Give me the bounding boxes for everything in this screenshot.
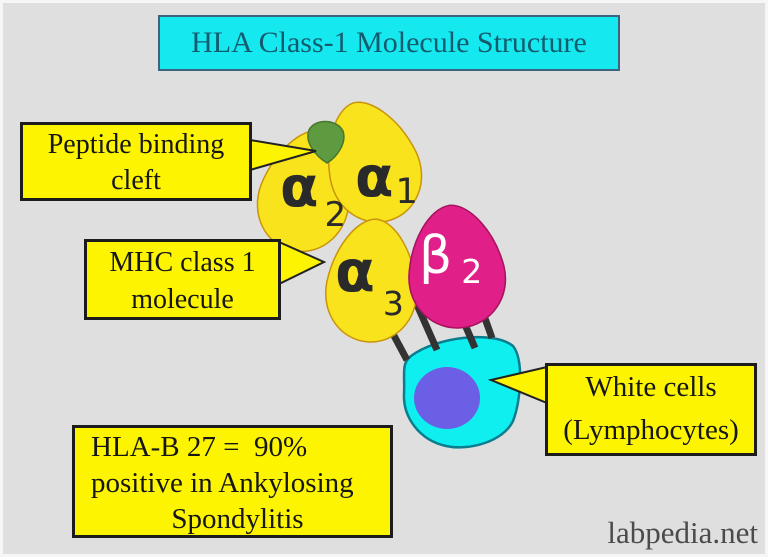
white-cells-label-line2: (Lymphocytes) (563, 414, 739, 446)
white-cells-label-line1: White cells (585, 371, 717, 403)
alpha-3-symbol: α (335, 237, 375, 305)
mhc-label-line2: molecule (131, 284, 234, 315)
beta-2-microglobulin (408, 204, 507, 329)
peptide-label-line2: cleft (111, 165, 161, 196)
site-watermark: labpedia.net (607, 515, 758, 550)
mhc-label-line1: MHC class 1 (109, 247, 256, 278)
alpha-1-label: α1 (355, 145, 418, 210)
peptide-label-line1: Peptide binding (47, 129, 225, 160)
alpha-1-symbol: α (355, 145, 394, 210)
alpha-3-subscript: 3 (382, 284, 404, 323)
cell-nucleus (414, 367, 480, 429)
mhc-class1-label: MHC class 1 molecule (84, 239, 281, 320)
white-cells-label: White cells (Lymphocytes) (545, 363, 757, 456)
alpha-2-subscript: 2 (324, 195, 347, 235)
diagram-title-text: HLA Class-1 Molecule Structure (191, 26, 587, 59)
peptide-binding-cleft-label: Peptide binding cleft (20, 122, 252, 201)
beta-2-symbol: β (419, 226, 453, 286)
hla-b27-line3: Spondylitis (171, 503, 304, 535)
diagram-title: HLA Class-1 Molecule Structure (158, 15, 620, 71)
peptide-binding-cleft (307, 120, 345, 164)
hla-b27-line2: positive in Ankylosing (91, 467, 354, 499)
alpha-2-symbol: α (280, 155, 319, 220)
alpha-1-subscript: 1 (395, 172, 418, 212)
beta-2-subscript: 2 (461, 252, 483, 291)
hla-b27-note: HLA-B 27 = 90% positive in Ankylosing Sp… (72, 425, 393, 538)
hla-b27-line1: HLA-B 27 = 90% (91, 431, 308, 463)
